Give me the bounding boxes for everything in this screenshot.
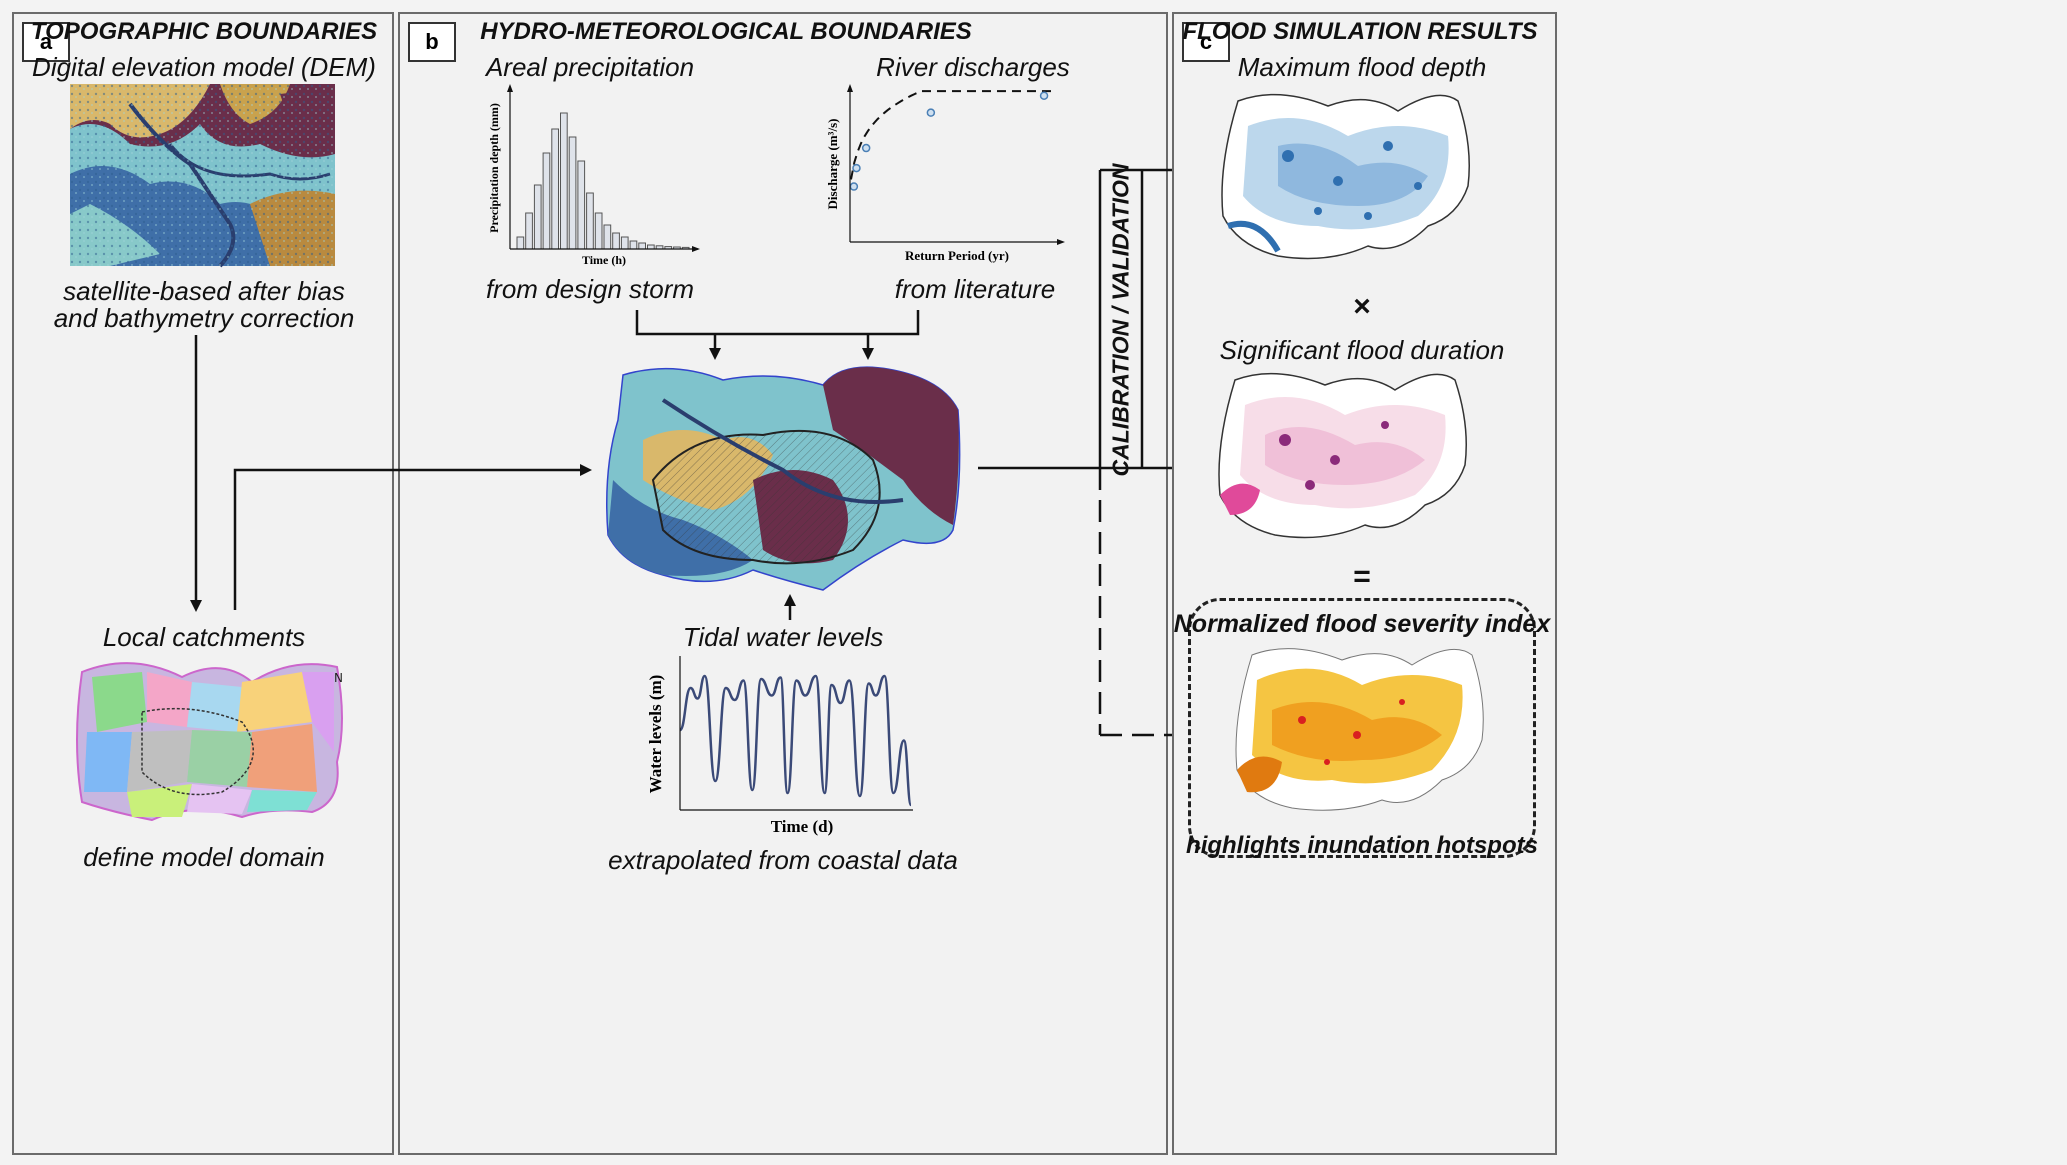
precip-bar: [594, 212, 603, 250]
precip-bar: [629, 240, 638, 250]
tidal-ylabel: Water levels (m): [646, 675, 665, 794]
tidal-xlabel: Time (d): [771, 817, 834, 836]
discharge-chart: Return Period (yr) Discharge (m³/s): [825, 84, 1065, 263]
flood-severity-map: [1235, 648, 1484, 811]
discharge-caption: from literature: [894, 274, 1056, 304]
precip-bar: [568, 136, 577, 250]
dem-map: [70, 84, 335, 268]
tidal-label: Tidal water levels: [682, 622, 884, 652]
precip-ylabel: Precipitation depth (mm): [487, 103, 501, 233]
precip-bar: [551, 128, 559, 250]
model-domain-map: [606, 366, 961, 591]
precip-bar: [542, 152, 551, 250]
precip-bar: [603, 224, 612, 250]
discharge-label: River discharges: [876, 52, 1070, 82]
discharge-point: [852, 163, 861, 173]
discharge-point: [861, 143, 871, 153]
precip-bar: [577, 160, 586, 250]
precip-bar: [612, 232, 620, 250]
discharge-point: [849, 182, 859, 191]
discharge-point: [926, 108, 936, 117]
catch-label: Local catchments: [102, 622, 306, 652]
catch-caption: define model domain: [83, 842, 325, 872]
precipitation-chart: Time (h) Precipitation depth (mm): [487, 84, 700, 267]
panel-b-letter: b: [408, 22, 456, 62]
precip-bar: [516, 236, 525, 250]
tidal-chart: Time (d) Water levels (m): [646, 656, 913, 836]
severity-box: [1188, 598, 1536, 858]
precip-xlabel: Time (h): [582, 253, 626, 267]
svg-text:N: N: [334, 671, 343, 685]
times-symbol: ×: [1353, 290, 1371, 323]
flood-duration-map: [1218, 372, 1467, 539]
precip-bar: [620, 236, 629, 250]
precip-bar: [533, 184, 542, 250]
precip-caption: from design storm: [485, 274, 695, 304]
tidal-series-line: [678, 674, 913, 807]
discharge-xlabel: Return Period (yr): [905, 248, 1009, 263]
panel-c-letter: c: [1182, 22, 1230, 62]
precip-bar: [560, 112, 568, 250]
dem-label: Digital elevation model (DEM): [32, 52, 376, 82]
precip-bar: [525, 212, 533, 250]
discharge-ylabel: Discharge (m³/s): [825, 119, 840, 210]
precip-bar: [586, 192, 594, 250]
dem-caption-2: and bathymetry correction: [53, 303, 355, 333]
discharge-point: [1039, 91, 1049, 100]
tidal-caption: extrapolated from coastal data: [608, 845, 958, 875]
flood-depth-map: [1221, 93, 1470, 260]
precip-label: Areal precipitation: [485, 52, 695, 82]
catchment-map: N: [76, 662, 343, 822]
panel-a-letter: a: [22, 22, 70, 62]
equals-symbol: =: [1353, 560, 1371, 593]
duration-label: Significant flood duration: [1219, 335, 1505, 365]
panel-b-title: HYDRO-METEOROLOGICAL BOUNDARIES: [480, 18, 972, 45]
discharge-fit-curve: [850, 90, 1052, 180]
depth-label: Maximum flood depth: [1237, 52, 1487, 82]
index-caption: highlights inundation hotspots: [1186, 832, 1538, 859]
panel-a-title: TOPOGRAPHIC BOUNDARIES: [30, 18, 378, 45]
precip-bar: [638, 242, 647, 250]
dem-caption-1: satellite-based after bias: [63, 276, 345, 306]
calibration-label: CALIBRATION / VALIDATION: [1107, 163, 1134, 477]
panel-c-title: FLOOD SIMULATION RESULTS: [1182, 18, 1538, 45]
index-label: Normalized flood severity index: [1173, 610, 1551, 638]
